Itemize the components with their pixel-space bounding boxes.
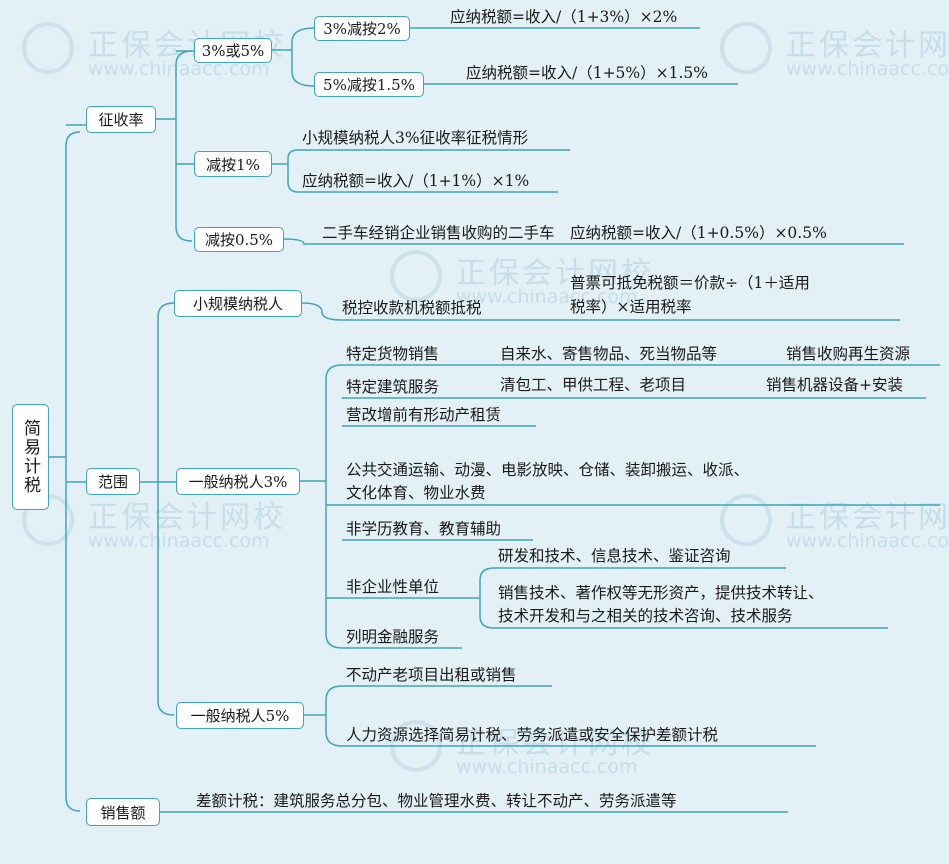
item-text: 列明金融服务 <box>346 628 440 646</box>
item-detail: 销售技术、著作权等无形资产，提供技术转让、 <box>498 584 824 602</box>
node-label: 5%减按1.5% <box>323 76 415 94</box>
description-text: 税控收款机税额抵税 <box>342 299 482 317</box>
connector <box>283 238 904 245</box>
root-node: 简易计税 <box>12 404 49 510</box>
scope-node-small-taxpayer: 小规模纳税人 <box>174 290 302 317</box>
item-text: 公共交通运输、动漫、电影放映、仓储、装卸搬运、收派、 <box>346 461 750 479</box>
branch-label: 范围 <box>97 473 128 491</box>
description-text: 差额计税：建筑服务总分包、物业管理水费、转让不动产、劳务派遣等 <box>196 792 677 810</box>
node-label: 3%减按2% <box>323 20 401 38</box>
rate-node-3-or-5: 3%或5% <box>194 38 272 63</box>
connector <box>301 302 900 321</box>
rate-node-0-5: 减按0.5% <box>194 227 284 252</box>
rate-node-3-to-2: 3%减按2% <box>314 16 410 41</box>
item-detail: 研发和技术、信息技术、鉴证咨询 <box>498 547 731 565</box>
node-label: 一般纳税人3% <box>188 473 288 491</box>
item-text: 特定建筑服务 <box>346 378 440 396</box>
item-text: 不动产老项目出租或销售 <box>346 666 517 684</box>
branch-label: 销售额 <box>100 803 146 822</box>
node-label: 减按1% <box>206 155 260 174</box>
connector <box>479 567 786 598</box>
formula-text: 应纳税额=收入/（1+3%）×2% <box>450 8 678 26</box>
rate-node-1: 减按1% <box>194 151 272 177</box>
formula-text: 普票可抵免税额＝价款÷（1＋适用 <box>570 274 810 292</box>
formula-text: 应纳税额=收入/（1+5%）×1.5% <box>466 64 709 82</box>
item-detail: 清包工、甲供工程、老项目 <box>500 376 687 394</box>
item-detail: 销售收购再生资源 <box>786 345 911 363</box>
description-text: 二手车经销企业销售收购的二手车 应纳税额=收入/（1+0.5%）×0.5% <box>322 224 827 242</box>
node-label: 一般纳税人5% <box>190 707 290 725</box>
item-text: 非企业性单位 <box>346 578 440 596</box>
item-detail: 技术开发和与之相关的技术咨询、技术服务 <box>498 607 793 625</box>
connector <box>325 364 343 649</box>
branch-label: 征收率 <box>98 111 144 129</box>
item-text: 文化体育、物业水费 <box>346 484 486 502</box>
item-text: 人力资源选择简易计税、劳务派遣或安全保护差额计税 <box>346 726 719 744</box>
connector <box>157 302 175 716</box>
branch-sales: 销售额 <box>86 798 160 826</box>
scope-node-general-5: 一般纳税人5% <box>176 702 304 729</box>
formula-text: 应纳税额=收入/（1+1%）×1% <box>302 172 530 190</box>
connector <box>65 131 81 812</box>
connector <box>287 149 299 193</box>
rate-node-5-to-1-5: 5%减按1.5% <box>314 72 424 97</box>
connector <box>175 50 193 242</box>
branch-scope: 范围 <box>86 468 140 495</box>
connector <box>291 27 315 87</box>
connector <box>479 598 888 629</box>
item-text: 非学历教育、教育辅助 <box>346 520 502 538</box>
description-text: 小规模纳税人3%征收率征税情形 <box>302 129 529 147</box>
scope-node-general-3: 一般纳税人3% <box>176 468 300 495</box>
item-text: 营改增前有形动产租赁 <box>346 406 502 424</box>
item-detail: 销售机器设备+安装 <box>766 376 903 394</box>
formula-text: 税率）×适用税率 <box>570 298 692 316</box>
root-label: 简易计税 <box>20 419 40 495</box>
node-label: 小规模纳税人 <box>192 295 283 313</box>
connector <box>325 685 343 747</box>
node-label: 3%或5% <box>201 42 265 60</box>
branch-rate: 征收率 <box>86 106 156 133</box>
item-detail: 自来水、寄售物品、死当物品等 <box>500 345 718 363</box>
item-text: 特定货物销售 <box>346 345 440 363</box>
node-label: 减按0.5% <box>204 231 274 249</box>
